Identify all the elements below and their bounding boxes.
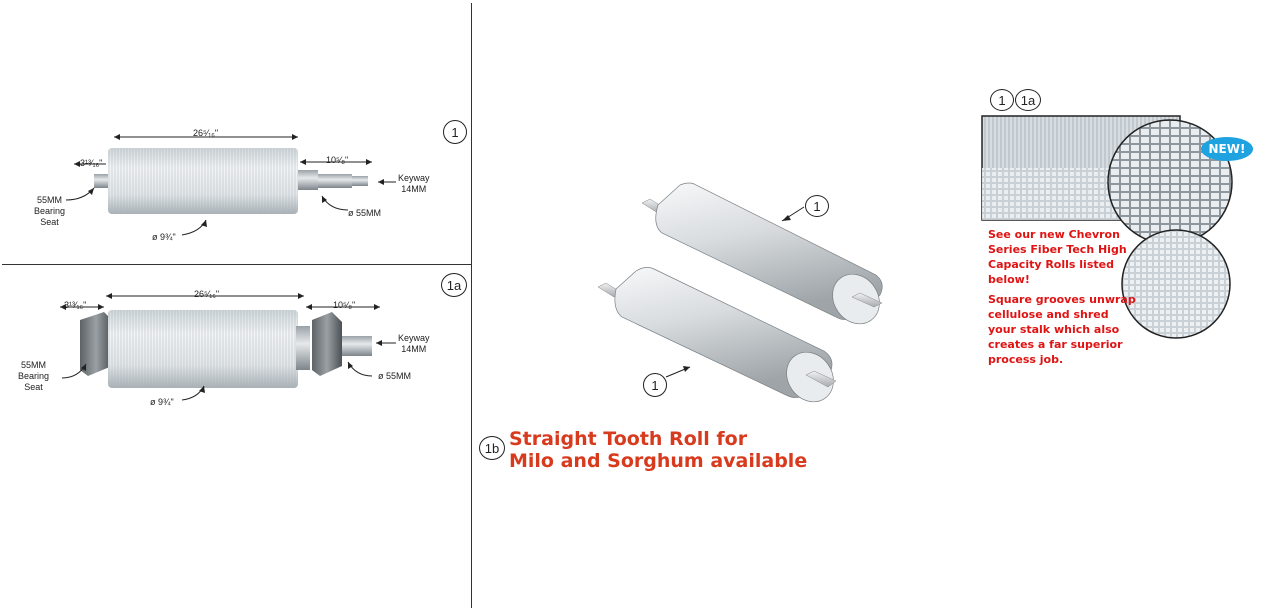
callout-top: 1 bbox=[805, 195, 829, 217]
left-offset-label: 3¹³⁄₁₆" bbox=[80, 158, 103, 168]
right-offset-label: 10⁵⁄₈" bbox=[326, 155, 349, 165]
keyway-label: Keyway 14MM bbox=[398, 173, 430, 194]
new-badge: NEW! bbox=[1201, 137, 1253, 161]
bearing-seat-label: 55MM Bearing Seat bbox=[18, 360, 50, 392]
roll-top bbox=[641, 182, 883, 325]
right-offset-label: 10⁵⁄₈" bbox=[333, 300, 356, 310]
roll-diameter-label: ø 9¾" bbox=[152, 232, 176, 242]
bearing-seat-label: 55MM Bearing Seat bbox=[34, 195, 66, 227]
badge-1b: 1b bbox=[479, 436, 505, 460]
badge-1a: 1a bbox=[441, 273, 467, 297]
title-line-1: Straight Tooth Roll for bbox=[509, 428, 748, 450]
vertical-divider bbox=[471, 3, 472, 608]
badge-1a: 1a bbox=[1015, 89, 1041, 111]
roll-bottom bbox=[597, 267, 837, 403]
shaft-diameter-label: ø 55MM bbox=[378, 371, 412, 381]
left-offset-label: 3¹³⁄₁₆" bbox=[64, 300, 87, 310]
roll-1a-drawing bbox=[60, 293, 396, 401]
roll-length-label: 26⁵⁄₁₆" bbox=[193, 128, 219, 138]
badge-1: 1 bbox=[443, 120, 467, 144]
promo-text-chevron: See our new Chevron Series Fiber Tech Hi… bbox=[988, 228, 1127, 286]
roll-1-drawing bbox=[65, 134, 396, 236]
shaft-diameter-label: ø 55MM bbox=[348, 208, 382, 218]
twin-rolls-drawing bbox=[597, 182, 883, 403]
callout-bottom: 1 bbox=[643, 373, 667, 397]
promo-text-square-grooves: Square grooves unwrap cellulose and shre… bbox=[988, 293, 1136, 366]
straight-tooth-title: Straight Tooth Roll for Milo and Sorghum… bbox=[509, 428, 839, 472]
title-line-2: Milo and Sorghum available bbox=[509, 450, 808, 472]
keyway-label: Keyway 14MM bbox=[398, 333, 430, 354]
horizontal-divider bbox=[2, 264, 471, 265]
roll-length-label: 26⁵⁄₁₆" bbox=[194, 289, 220, 299]
roll-diameter-label: ø 9¾" bbox=[150, 397, 174, 407]
badge-1: 1 bbox=[990, 89, 1014, 111]
